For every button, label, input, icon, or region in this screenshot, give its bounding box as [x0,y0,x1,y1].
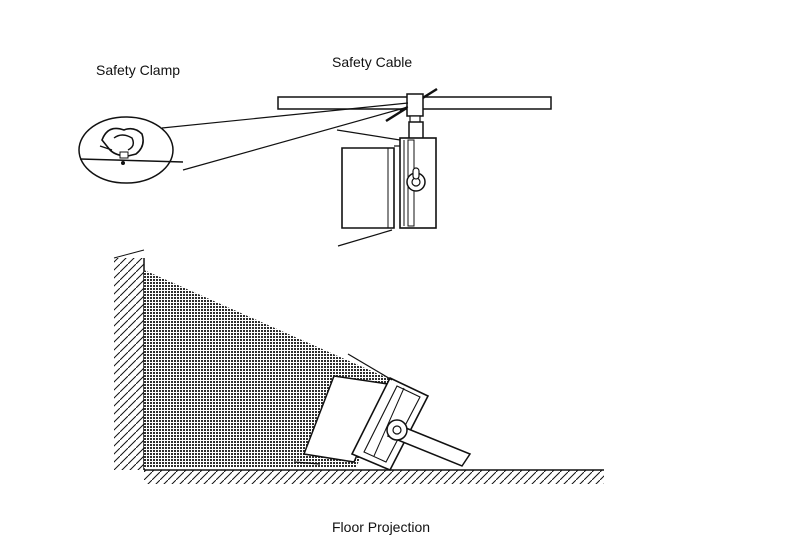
safety-cable-label: Safety Cable [332,54,413,70]
safety-clamp-label: Safety Clamp [96,62,181,78]
floor [144,469,604,484]
wall [113,249,145,470]
clamp-callout-lines [161,102,409,171]
floor-projection-label: Floor Projection [332,519,431,535]
safety-clamp-detail [78,116,184,184]
hanging-fixture [336,121,437,247]
truss-clamp [406,93,424,125]
floor-fixture [293,353,472,472]
